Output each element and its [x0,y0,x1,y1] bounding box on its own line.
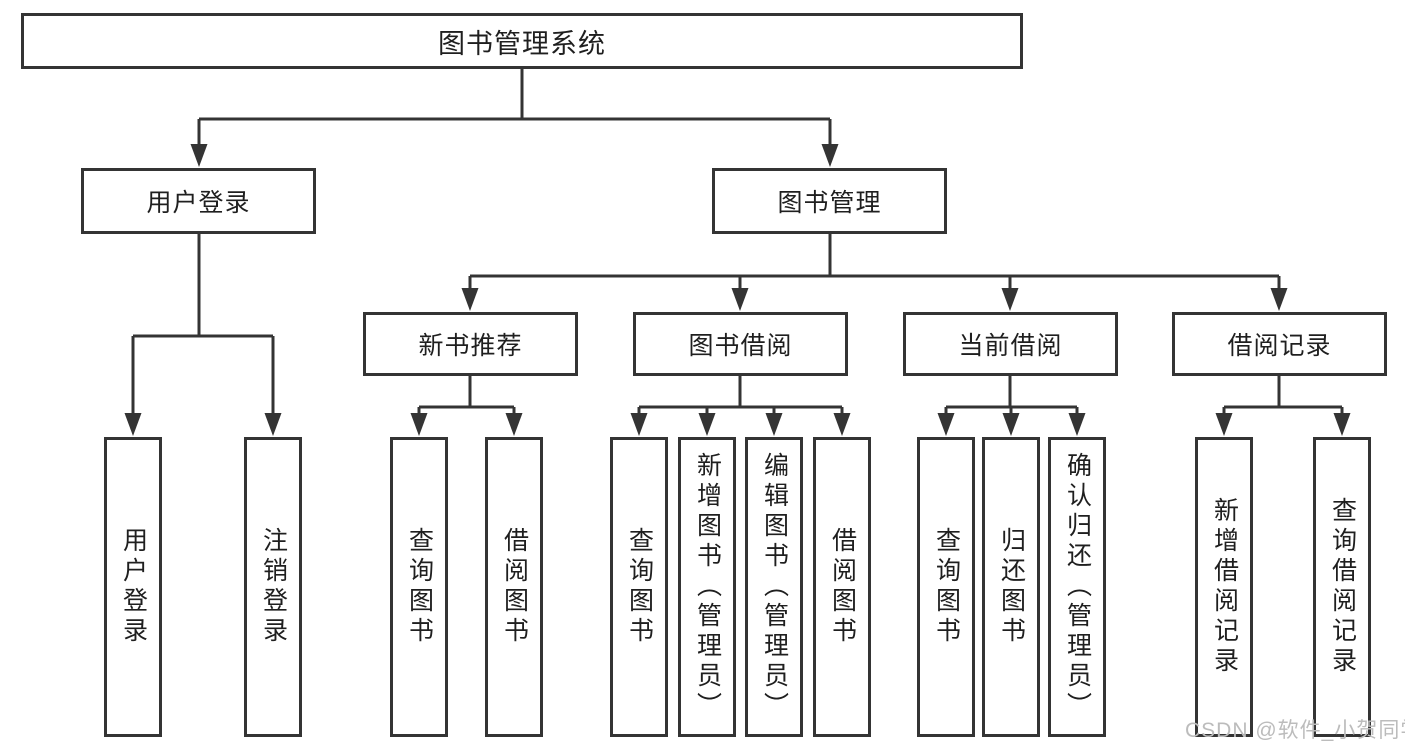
leaf-query-borrow-record: 查询借阅记录 [1313,437,1371,737]
leaf-logout: 注销登录 [244,437,302,737]
leaf-confirm-return-admin: 确认归还（管理员） [1048,437,1106,737]
leaf-add-books-admin: 新增图书（管理员） [678,437,736,737]
leaf-query-books-recommend: 查询图书 [390,437,448,737]
leaf-borrow-books: 借阅图书 [813,437,871,737]
leaf-query-books-current: 查询图书 [917,437,975,737]
leaf-label: 查询图书 [625,527,654,647]
leaf-label: 借阅图书 [828,527,857,647]
node-label: 当前借阅 [958,332,1063,360]
node-library-management-system: 图书管理系统 [21,13,1023,69]
leaf-edit-books-admin: 编辑图书（管理员） [745,437,803,737]
leaf-label: 注销登录 [259,527,288,647]
node-borrowing-records: 借阅记录 [1172,312,1387,376]
leaf-borrow-books-recommend: 借阅图书 [485,437,543,737]
node-label: 借阅记录 [1227,332,1332,360]
leaf-return-books: 归还图书 [982,437,1040,737]
node-label: 图书管理 [777,189,882,217]
node-label: 图书借阅 [688,332,793,360]
leaf-label: 确认归还（管理员） [1063,452,1092,722]
leaf-add-borrow-record: 新增借阅记录 [1195,437,1253,737]
leaf-label: 编辑图书（管理员） [760,452,789,722]
arrowheads [124,144,1351,436]
node-book-borrowing: 图书借阅 [633,312,848,376]
leaf-user-login: 用户登录 [104,437,162,737]
node-label: 图书管理系统 [438,28,606,59]
leaf-label: 归还图书 [997,527,1026,647]
node-label: 新书推荐 [418,332,523,360]
node-book-management: 图书管理 [712,168,947,234]
leaf-label: 查询图书 [405,527,434,647]
leaf-label: 新增借阅记录 [1210,497,1239,677]
node-label: 用户登录 [146,189,251,217]
leaf-label: 用户登录 [119,527,148,647]
csdn-watermark: CSDN @软件_小贺同学 [1185,719,1405,742]
leaf-label: 查询借阅记录 [1328,497,1357,677]
leaf-label: 查询图书 [932,527,961,647]
node-new-book-recommend: 新书推荐 [363,312,578,376]
leaf-label: 新增图书（管理员） [693,452,722,722]
node-current-borrowing: 当前借阅 [903,312,1118,376]
leaf-query-books-borrowing: 查询图书 [610,437,668,737]
leaf-label: 借阅图书 [500,527,529,647]
node-user-login: 用户登录 [81,168,316,234]
